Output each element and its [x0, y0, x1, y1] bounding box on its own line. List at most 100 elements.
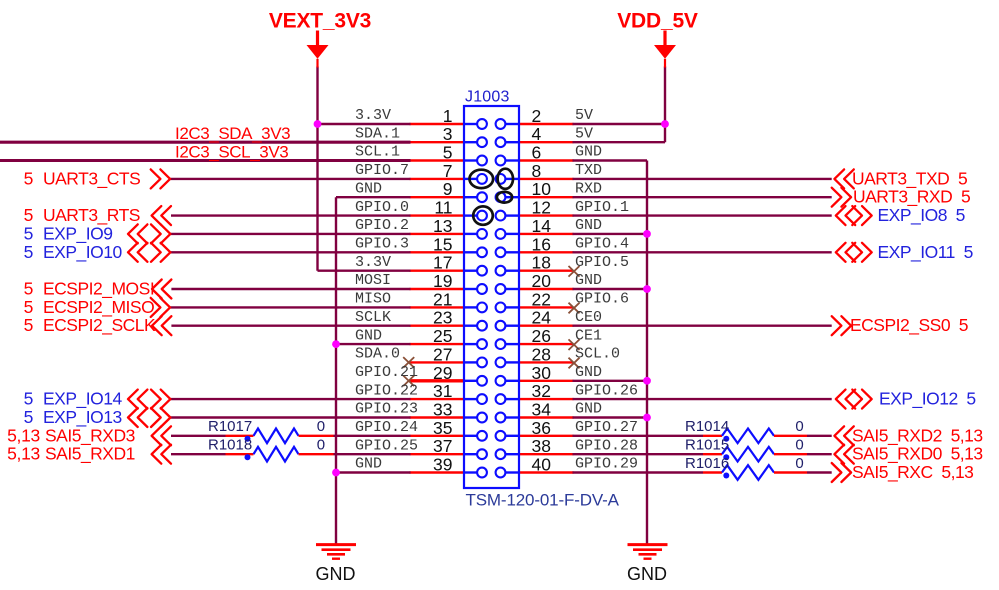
svg-text:6: 6 — [532, 143, 542, 163]
svg-text:UART3_RTS: UART3_RTS — [43, 205, 140, 226]
svg-text:CE1: CE1 — [575, 327, 602, 344]
svg-text:0: 0 — [317, 418, 325, 435]
svg-text:21: 21 — [433, 289, 452, 309]
svg-text:5: 5 — [24, 297, 33, 317]
svg-text:UART3_TXD 5: UART3_TXD 5 — [852, 168, 967, 189]
svg-text:SCLK: SCLK — [355, 309, 391, 326]
svg-text:5: 5 — [24, 168, 33, 188]
svg-text:GPIO.28: GPIO.28 — [575, 437, 638, 454]
svg-text:MISO: MISO — [355, 291, 391, 308]
svg-text:20: 20 — [532, 271, 552, 291]
svg-text:EXP_IO14: EXP_IO14 — [43, 389, 122, 410]
svg-text:5: 5 — [24, 223, 33, 243]
svg-text:SAI5_RXD2 5,13: SAI5_RXD2 5,13 — [852, 425, 983, 446]
svg-text:RXD: RXD — [575, 180, 602, 197]
svg-text:ECSPI2_SCLK: ECSPI2_SCLK — [43, 315, 156, 336]
svg-text:VEXT_3V3: VEXT_3V3 — [269, 10, 371, 33]
svg-text:I2C3_SDA_3V3: I2C3_SDA_3V3 — [175, 124, 290, 143]
svg-text:5: 5 — [443, 143, 453, 163]
svg-text:J1003: J1003 — [465, 89, 510, 106]
svg-text:10: 10 — [532, 179, 552, 199]
svg-text:R1018: R1018 — [208, 437, 252, 454]
svg-text:GPIO.6: GPIO.6 — [575, 291, 629, 308]
svg-text:0: 0 — [795, 437, 803, 454]
svg-text:40: 40 — [532, 455, 552, 475]
svg-text:5: 5 — [24, 389, 33, 409]
svg-text:GPIO.26: GPIO.26 — [575, 382, 638, 399]
svg-text:34: 34 — [532, 400, 552, 420]
svg-text:I2C3_SCL_3V3: I2C3_SCL_3V3 — [175, 142, 288, 161]
svg-text:EXP_IO8 5: EXP_IO8 5 — [878, 205, 965, 226]
svg-text:5: 5 — [24, 315, 33, 335]
svg-text:0: 0 — [795, 418, 803, 435]
svg-text:GPIO.25: GPIO.25 — [355, 437, 418, 454]
svg-text:UART3_RXD 5: UART3_RXD 5 — [853, 187, 970, 208]
svg-text:SDA.1: SDA.1 — [355, 125, 400, 142]
svg-text:3: 3 — [443, 124, 453, 144]
svg-text:SDA.0: SDA.0 — [355, 346, 400, 363]
svg-text:9: 9 — [443, 179, 453, 199]
svg-text:0: 0 — [795, 455, 803, 472]
svg-text:SCL.0: SCL.0 — [575, 346, 620, 363]
svg-text:GPIO.21: GPIO.21 — [355, 364, 418, 381]
svg-text:SAI5_RXC 5,13: SAI5_RXC 5,13 — [852, 462, 973, 483]
svg-text:24: 24 — [532, 308, 552, 328]
svg-text:ECSPI2_SS0 5: ECSPI2_SS0 5 — [850, 315, 968, 336]
svg-text:38: 38 — [532, 436, 551, 456]
svg-text:SAI5_RXD1: SAI5_RXD1 — [45, 444, 135, 465]
svg-text:1: 1 — [443, 106, 453, 126]
svg-text:28: 28 — [532, 344, 551, 364]
svg-text:30: 30 — [532, 363, 552, 383]
svg-text:39: 39 — [433, 455, 452, 475]
svg-text:36: 36 — [532, 418, 551, 438]
svg-text:5: 5 — [24, 407, 33, 427]
svg-text:11: 11 — [434, 198, 452, 218]
svg-text:EXP_IO11 5: EXP_IO11 5 — [878, 242, 973, 263]
svg-text:8: 8 — [532, 161, 542, 181]
svg-text:37: 37 — [433, 436, 452, 456]
svg-text:R1016: R1016 — [685, 455, 729, 472]
svg-text:GND: GND — [316, 564, 356, 584]
svg-text:GPIO.27: GPIO.27 — [575, 419, 638, 436]
svg-text:TXD: TXD — [575, 162, 602, 179]
svg-text:GND: GND — [575, 401, 602, 418]
svg-text:EXP_IO9: EXP_IO9 — [43, 223, 112, 244]
svg-text:GPIO.24: GPIO.24 — [355, 419, 418, 436]
svg-text:SCL.1: SCL.1 — [355, 144, 400, 161]
svg-text:16: 16 — [532, 234, 551, 254]
svg-text:EXP_IO12 5: EXP_IO12 5 — [879, 389, 976, 410]
svg-text:TSM-120-01-F-DV-A: TSM-120-01-F-DV-A — [466, 491, 620, 510]
svg-text:5,13: 5,13 — [7, 425, 40, 445]
svg-text:SAI5_RXD0 5,13: SAI5_RXD0 5,13 — [852, 444, 983, 465]
svg-text:32: 32 — [532, 381, 551, 401]
svg-text:GND: GND — [575, 144, 602, 161]
svg-text:4: 4 — [532, 124, 542, 144]
svg-text:0: 0 — [317, 437, 325, 454]
svg-text:ECSPI2_MOSI: ECSPI2_MOSI — [43, 279, 154, 300]
svg-text:GPIO.22: GPIO.22 — [355, 382, 418, 399]
svg-text:ECSPI2_MISO: ECSPI2_MISO — [43, 297, 154, 318]
svg-text:5: 5 — [24, 242, 33, 262]
svg-text:GPIO.4: GPIO.4 — [575, 236, 629, 253]
svg-text:17: 17 — [433, 253, 452, 273]
svg-text:MOSI: MOSI — [355, 272, 391, 289]
svg-text:18: 18 — [532, 253, 551, 273]
svg-text:19: 19 — [433, 271, 452, 291]
svg-text:3.3V: 3.3V — [355, 107, 391, 124]
svg-text:27: 27 — [433, 344, 452, 364]
svg-text:GPIO.5: GPIO.5 — [575, 254, 629, 271]
svg-text:GND: GND — [575, 217, 602, 234]
svg-text:13: 13 — [433, 216, 452, 236]
svg-text:12: 12 — [532, 198, 551, 218]
svg-text:2: 2 — [532, 106, 542, 126]
svg-text:VDD_5V: VDD_5V — [617, 10, 698, 33]
svg-text:31: 31 — [433, 381, 452, 401]
svg-text:29: 29 — [433, 363, 452, 383]
svg-text:SAI5_RXD3: SAI5_RXD3 — [45, 425, 135, 446]
svg-text:GND: GND — [575, 272, 602, 289]
svg-text:25: 25 — [433, 326, 452, 346]
svg-text:GPIO.29: GPIO.29 — [575, 456, 638, 473]
svg-text:GPIO.1: GPIO.1 — [575, 199, 629, 216]
svg-text:26: 26 — [532, 326, 551, 346]
svg-text:GND: GND — [355, 180, 382, 197]
